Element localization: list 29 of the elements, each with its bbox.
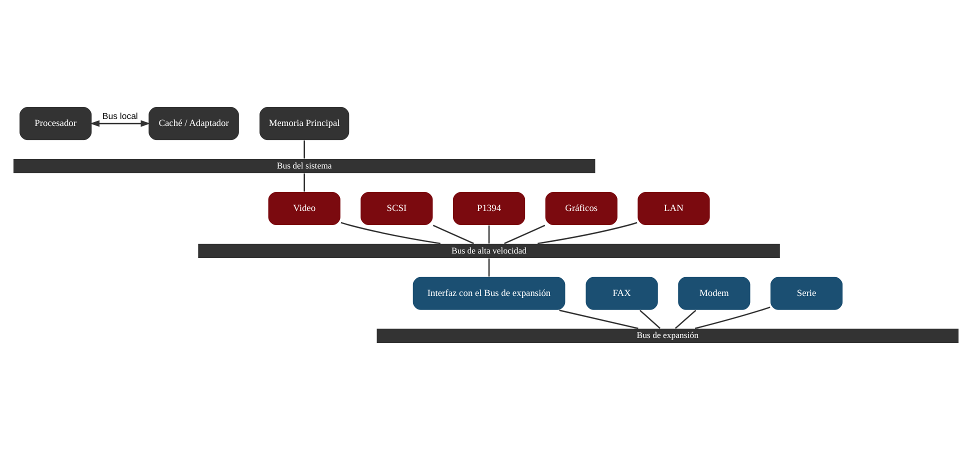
node-box: Procesador	[18, 106, 92, 141]
node-box: Video	[267, 191, 341, 226]
connector	[488, 225, 490, 244]
node-box: Modem	[676, 276, 750, 311]
node-box: Gráficos	[544, 191, 618, 226]
node-box: Serie	[769, 276, 843, 311]
connector	[340, 222, 440, 244]
arrow	[90, 120, 150, 127]
node-box: Bus del sistema	[12, 158, 596, 174]
node-box: FAX	[584, 276, 658, 311]
connector	[558, 310, 638, 330]
connector	[488, 258, 490, 277]
node-box: Interfaz con el Bus de expansión	[412, 276, 566, 311]
node-box: Caché / Adaptador	[147, 106, 240, 141]
node-box: LAN	[636, 191, 710, 226]
node-box: P1394	[452, 191, 526, 226]
node-box: Memoria Principal	[258, 106, 350, 141]
connector	[537, 222, 637, 244]
edge-label: Bus local	[102, 111, 138, 122]
connector	[303, 173, 304, 192]
connector	[504, 224, 545, 244]
connector	[674, 310, 696, 329]
connector	[432, 224, 474, 244]
connector	[639, 310, 660, 329]
connector	[694, 306, 770, 330]
node-box: SCSI	[359, 191, 433, 226]
node-box: Bus de alta velocidad	[196, 243, 780, 259]
connector	[303, 140, 304, 159]
node-box: Bus de expansión	[376, 328, 959, 344]
